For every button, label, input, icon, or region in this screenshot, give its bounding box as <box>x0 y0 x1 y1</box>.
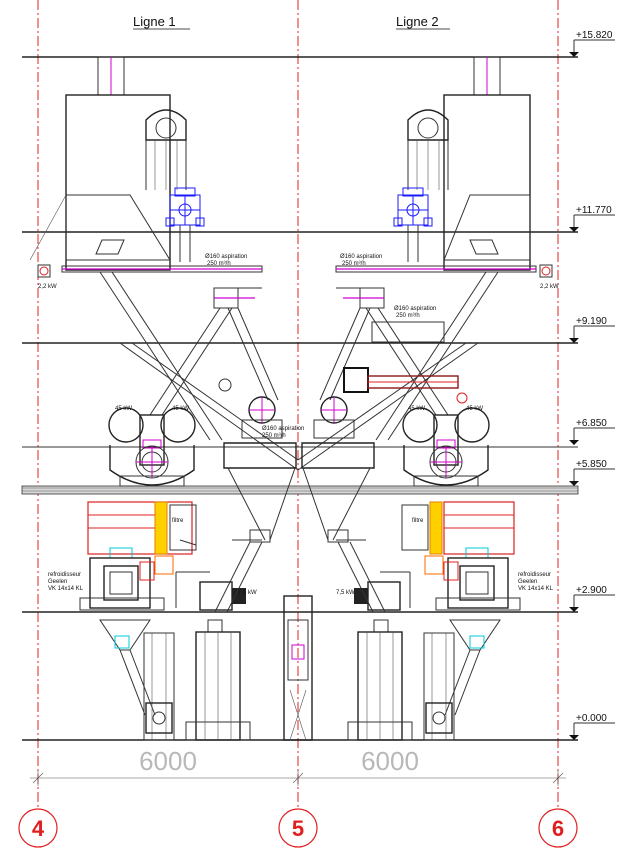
pellet-press-right: 45 kW 45 kW <box>402 406 490 487</box>
axis-label-5: 5 <box>292 816 304 841</box>
blue-mechanism-left <box>165 187 205 227</box>
axis-lines <box>37 0 559 810</box>
pellet-press-left: 45 kW 45 kW <box>108 406 196 487</box>
aspiration-left-2: 250 m³/h <box>207 261 231 267</box>
level-label: +15.820 <box>576 30 613 41</box>
elevator-kw-left: 7,5 kW <box>238 590 257 596</box>
cooler-right: filtre <box>401 501 521 611</box>
aspiration-mid-2: 250 m³/h <box>262 433 286 439</box>
filtre-label-left: filtre <box>172 518 184 524</box>
hood-left <box>145 109 187 141</box>
aspiration-mid-1: Ø160 aspiration <box>262 426 304 432</box>
axis-label-4: 4 <box>32 816 45 841</box>
floor-lines <box>21 56 579 741</box>
cooler-left: filtre <box>79 501 197 611</box>
level-marker: +9.190 <box>569 316 615 343</box>
refroidisseur-right-3: VK 14x14 KL <box>518 586 554 592</box>
level-marker: +11.770 <box>569 205 615 232</box>
fan-kw-4: 45 kW <box>466 406 483 412</box>
fan-kw-3: 45 kW <box>408 406 425 412</box>
hood-right <box>407 109 449 141</box>
refroidisseur-left-3: VK 14x14 KL <box>48 586 84 592</box>
motor-kw-left: 2,2 kW <box>38 284 57 290</box>
refroidisseur-right-2: Geelen <box>518 579 537 585</box>
dimension-right: 6000 <box>361 746 419 776</box>
refroidisseur-right-1: refroidisseur <box>518 572 551 578</box>
aspiration-mid-right-2: 250 m³/h <box>396 313 420 319</box>
line-2-equipment: 2,2 kW Ø160 aspiration 250 m³/h Ø160 asp… <box>297 56 559 741</box>
level-label: +6.850 <box>576 418 607 429</box>
line-1-title: Ligne 1 <box>133 14 176 29</box>
silo-left <box>65 94 171 271</box>
level-label: +0.000 <box>576 713 607 724</box>
aspiration-right-2: 250 m³/h <box>342 261 366 267</box>
level-label: +2.900 <box>576 585 607 596</box>
dimension-left: 6000 <box>139 746 197 776</box>
refroidisseur-left-1: refroidisseur <box>48 572 81 578</box>
refroidisseur-left-2: Geelen <box>48 579 67 585</box>
line-1-equipment: 2,2 kW Ø160 aspiration 250 m³/h <box>29 56 304 741</box>
aspiration-right-1: Ø160 aspiration <box>340 254 382 260</box>
level-label: +11.770 <box>576 205 612 216</box>
level-marker: +5.850 <box>569 459 615 486</box>
axis-bubbles: 4 5 6 <box>18 808 578 848</box>
axis-label-6: 6 <box>552 816 564 841</box>
aspiration-left-1: Ø160 aspiration <box>205 254 247 260</box>
aspiration-mid-right-1: Ø160 aspiration <box>394 306 436 312</box>
level-marker: +0.000 <box>569 713 615 740</box>
level-markers: +15.820 +11.770 +9.190 +6.850 +5.850 <box>569 30 615 740</box>
axis-bubble-6 <box>538 808 578 848</box>
elevator-kw-right: 7,5 kW <box>336 590 355 596</box>
level-marker: +15.820 <box>569 30 615 57</box>
level-label: +5.850 <box>576 459 607 470</box>
level-label: +9.190 <box>576 316 607 327</box>
fan-kw-1: 45 kW <box>115 406 132 412</box>
axis-bubble-4 <box>18 808 58 848</box>
hopper-left <box>223 442 297 469</box>
axis-bubble-5 <box>278 808 318 848</box>
line-2-title: Ligne 2 <box>396 14 439 29</box>
level-marker: +2.900 <box>569 585 615 612</box>
fan-kw-2: 45 kW <box>172 406 189 412</box>
hopper-right <box>301 442 375 469</box>
level-marker: +6.850 <box>569 418 615 445</box>
dimension-line: 6000 6000 <box>30 746 566 786</box>
floor-slab-5850 <box>21 485 579 495</box>
filtre-label-right: filtre <box>412 518 424 524</box>
central-shaft <box>283 595 313 741</box>
silo-right <box>443 94 531 271</box>
blue-mechanism-right <box>393 187 433 227</box>
motor-kw-right: 2,2 kW <box>540 284 559 290</box>
